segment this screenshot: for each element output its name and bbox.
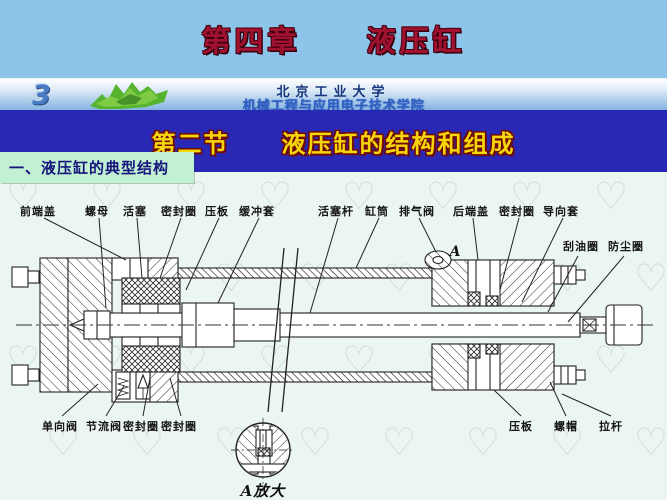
- part-label: 活塞: [123, 205, 147, 218]
- part-label: 排气阀: [399, 205, 435, 218]
- hydraulic-cylinder-diagram: ♡♡♡♡♡♡♡♡♡♡♡♡♡♡♡♡♡♡♡♡♡♡♡♡♡♡♡♡♡♡♡♡: [0, 172, 667, 500]
- part-label: 前端盖: [20, 205, 56, 218]
- part-label: 缓冲套: [239, 205, 275, 218]
- part-label: 拉杆: [599, 420, 623, 433]
- rear-end-cover: [431, 259, 586, 391]
- part-label: 压板: [205, 205, 229, 218]
- exhaust-valve: [424, 250, 452, 270]
- break-lines: [267, 247, 299, 413]
- cylinder-drawing: [11, 217, 654, 484]
- part-label: 密封圈: [499, 205, 535, 218]
- leaf-graphic: [90, 82, 168, 109]
- part-label: 螺母: [85, 205, 109, 218]
- chapter-band: 第四章 液压缸: [0, 0, 667, 78]
- detail-view: [231, 418, 295, 484]
- leader-lines: [43, 217, 625, 417]
- detail-marker-a: A: [449, 244, 461, 260]
- part-label: 节流阀: [86, 420, 122, 433]
- part-label: 刮油圈: [563, 240, 599, 253]
- section-title: 第二节 液压缸的结构和组成: [151, 129, 516, 158]
- subsection-title: 一、液压缸的典型结构: [9, 159, 170, 177]
- part-label: 导向套: [543, 205, 579, 218]
- subsection-tag: 一、液压缸的典型结构: [0, 152, 194, 183]
- logo-numeral: 3: [32, 80, 51, 111]
- university-name: 北京工业大学: [276, 85, 391, 100]
- part-label: 单向阀: [42, 420, 78, 433]
- part-label: 缸筒: [365, 205, 389, 218]
- section-bar: 第二节 液压缸的结构和组成: [0, 110, 667, 172]
- part-label: 螺帽: [554, 420, 578, 433]
- part-label: 防尘圈: [608, 240, 644, 253]
- part-label: 压板: [509, 420, 533, 433]
- chapter-title: 第四章 液压缸: [201, 24, 466, 58]
- part-label: 密封圈: [161, 420, 197, 433]
- part-label: 活塞杆: [318, 205, 354, 218]
- part-label: 后端盖: [453, 205, 489, 218]
- detail-view-caption: A放大: [240, 482, 286, 500]
- piston: [121, 277, 181, 373]
- part-label: 密封圈: [123, 420, 159, 433]
- part-label: 密封圈: [161, 205, 197, 218]
- university-banner: 3 北京工业大学 机械工程与应用电子技术学院: [0, 78, 667, 114]
